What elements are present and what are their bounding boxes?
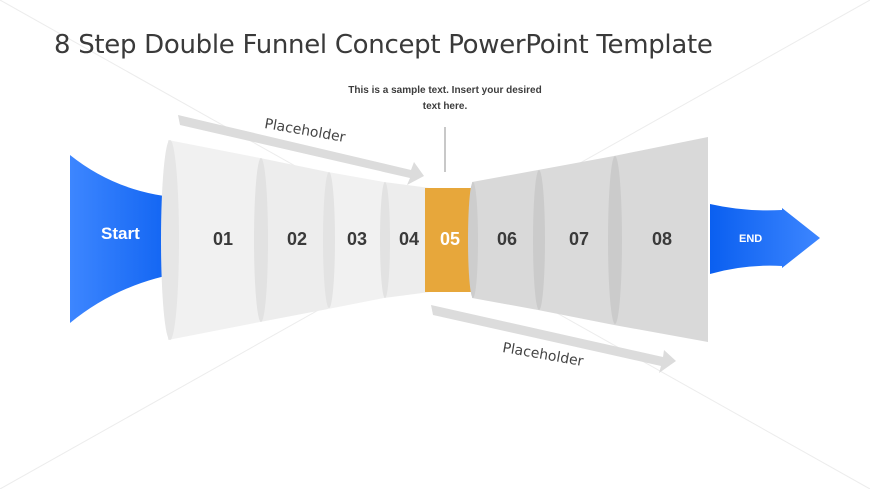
funnel-segment-04: [384, 182, 430, 298]
left-funnel: [161, 140, 430, 340]
placeholder-arrow-bottom: [431, 305, 676, 373]
segment-06-rim: [468, 182, 478, 298]
callout-line-1: This is a sample text. Insert your desir…: [348, 85, 542, 96]
funnel-segment-03: [328, 172, 384, 309]
segment-08-rim: [608, 156, 622, 324]
step-label-06: 06: [497, 229, 518, 249]
step-label-07: 07: [569, 229, 590, 249]
step-label-02: 02: [287, 229, 308, 249]
start-label: Start: [101, 224, 140, 243]
funnel-segment-02: [260, 158, 328, 322]
callout-line-2: text here.: [422, 101, 468, 112]
step-label-04: 04: [399, 229, 420, 249]
funnel-segment-05: [425, 188, 472, 292]
segment-01-rim: [161, 140, 179, 340]
right-funnel: [468, 137, 708, 342]
step-label-01: 01: [213, 229, 234, 249]
page-title: 8 Step Double Funnel Concept PowerPoint …: [54, 30, 713, 60]
funnel-segment-01: [168, 140, 260, 340]
step-label-05: 05: [440, 229, 461, 249]
funnel-segment-08: [614, 137, 708, 342]
segment-02-rim: [254, 158, 268, 322]
start-shape: [70, 155, 186, 323]
placeholder-arrow-top: [178, 115, 424, 185]
funnel-segment-07: [538, 156, 614, 325]
segment-04-rim: [380, 182, 390, 298]
segment-07-rim: [533, 170, 545, 310]
step-label-08: 08: [652, 229, 673, 249]
end-label: END: [739, 233, 763, 245]
step-label-03: 03: [347, 229, 368, 249]
end-arrow: [710, 204, 820, 274]
segment-03-rim: [323, 172, 335, 308]
funnel-segment-06: [472, 170, 538, 310]
callout-text: This is a sample text. Insert your desir…: [340, 83, 550, 115]
